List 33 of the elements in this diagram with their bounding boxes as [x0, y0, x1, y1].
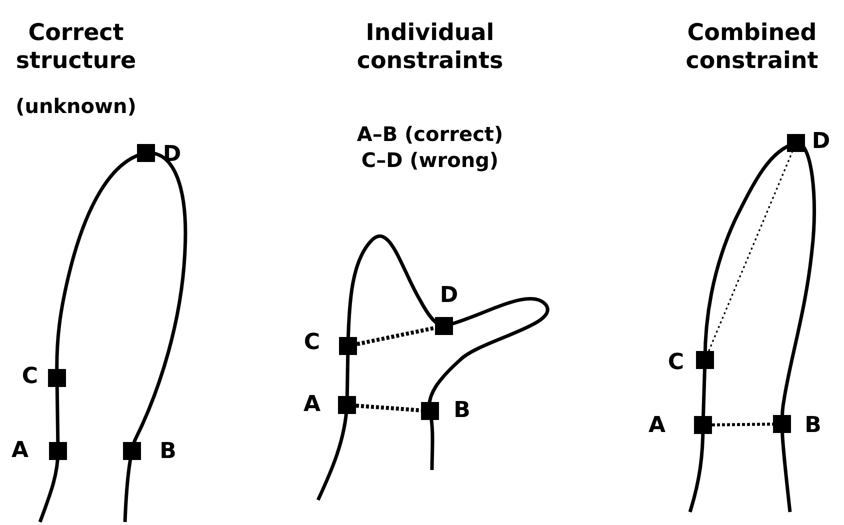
- residue-marker: [787, 134, 805, 152]
- residue-marker: [137, 144, 155, 162]
- residue-marker: [694, 416, 712, 434]
- residue-label: A: [648, 415, 666, 437]
- residue-marker: [696, 351, 714, 369]
- residue-label: C: [22, 366, 38, 388]
- residue-marker: [48, 369, 66, 387]
- residue-marker: [773, 415, 791, 433]
- residue-label: B: [454, 400, 470, 422]
- residue-marker: [123, 442, 141, 460]
- residue-label: C: [668, 352, 684, 374]
- residue-marker: [49, 442, 67, 460]
- residue-marker: [338, 396, 356, 414]
- panel-heading: Individual constraints: [356, 20, 504, 76]
- residue-label: C: [304, 332, 320, 354]
- residue-label: D: [440, 285, 458, 307]
- residue-label: A: [11, 440, 29, 462]
- panel-heading: (unknown): [14, 94, 138, 118]
- constraint-line: [708, 152, 793, 352]
- constraint-line: [712, 422, 774, 426]
- residue-marker: [421, 402, 439, 420]
- residue-label: D: [812, 131, 830, 153]
- panel-heading: C–D (wrong): [360, 148, 500, 172]
- constraint-line: [356, 404, 422, 412]
- panel-heading: A–B (correct): [356, 122, 504, 146]
- panel-heading: Correct structure: [14, 20, 138, 76]
- panel-heading: Combined constraint: [684, 20, 820, 76]
- residue-label: A: [303, 394, 321, 416]
- residue-label: B: [160, 441, 176, 463]
- residue-marker: [339, 337, 357, 355]
- residue-marker: [435, 317, 453, 335]
- constraint-line: [356, 326, 436, 346]
- residue-label: B: [804, 415, 822, 437]
